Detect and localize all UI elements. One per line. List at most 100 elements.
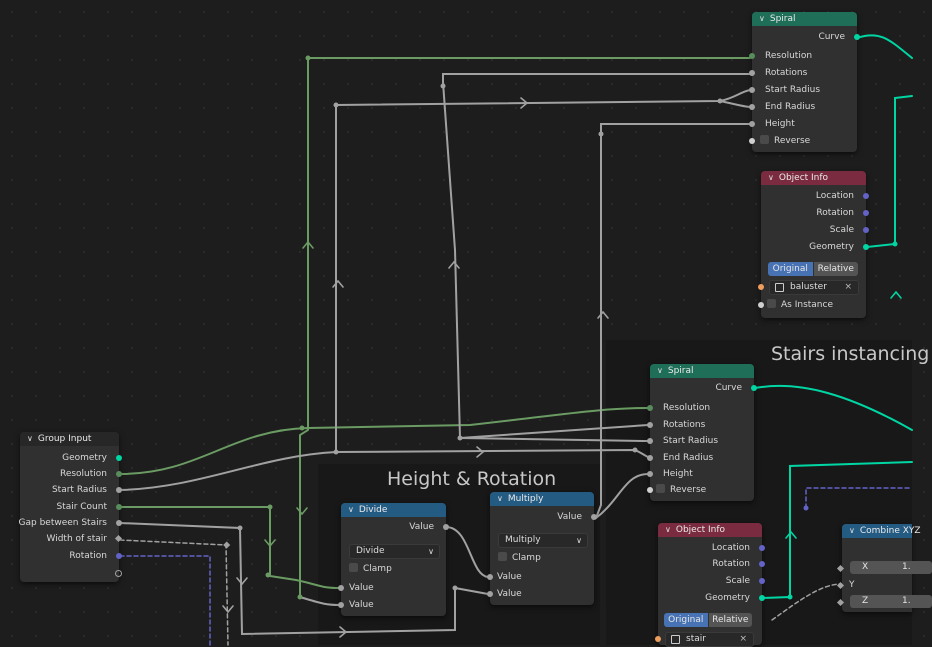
group-input-node[interactable]: ∨Group Input Geometry Resolution Start R… <box>19 432 123 582</box>
spiral-node-mid-header[interactable]: ∨Spiral <box>650 364 754 378</box>
rotation-socket[interactable] <box>863 210 869 216</box>
resolution-socket[interactable] <box>749 53 755 59</box>
location-socket[interactable] <box>759 545 765 551</box>
object-icon <box>775 283 784 292</box>
start-radius-socket[interactable] <box>647 438 653 444</box>
chevron-down-icon[interactable]: ∨ <box>768 173 774 182</box>
scale-socket[interactable] <box>863 227 869 233</box>
object-info-top-header[interactable]: ∨Object Info <box>761 171 866 185</box>
frame-title-stairs-instancing: Stairs instancing <box>771 343 930 365</box>
divide-header[interactable]: ∨Divide <box>341 503 446 517</box>
reverse-checkbox[interactable] <box>656 484 665 493</box>
wire-rotation-vector <box>119 555 211 646</box>
gap-socket[interactable] <box>116 520 122 526</box>
reroute-5 <box>265 572 271 578</box>
reverse-socket[interactable] <box>749 138 755 144</box>
start-radius-socket[interactable] <box>749 87 755 93</box>
divide-node[interactable]: ∨Divide Value Divide∨ Clamp Value Value <box>338 503 449 616</box>
rotations-socket[interactable] <box>749 70 755 76</box>
chevron-down-icon[interactable]: ∨ <box>849 526 855 535</box>
height-socket[interactable] <box>647 471 653 477</box>
rotation-socket[interactable] <box>759 561 765 567</box>
value-socket[interactable] <box>338 585 344 591</box>
start-radius-socket[interactable] <box>116 487 122 493</box>
empty-socket[interactable] <box>115 570 122 577</box>
clear-icon[interactable]: × <box>739 634 747 644</box>
spiral-top-reverse[interactable]: Reverse <box>749 134 857 148</box>
chevron-down-icon[interactable]: ∨ <box>759 14 765 23</box>
geometry-socket[interactable] <box>116 455 122 461</box>
divide-clamp[interactable]: Clamp <box>341 562 446 576</box>
clamp-checkbox[interactable] <box>498 552 507 561</box>
value-socket[interactable] <box>487 574 493 580</box>
as-instance-socket[interactable] <box>758 302 764 308</box>
height-socket[interactable] <box>749 121 755 127</box>
object-info-node-top[interactable]: ∨Object Info Location Rotation Scale Geo… <box>758 171 869 318</box>
end-radius-socket[interactable] <box>647 455 653 461</box>
stair-count-socket[interactable] <box>116 504 122 510</box>
rotation-socket[interactable] <box>116 553 122 559</box>
multiply-operation-select[interactable]: Multiply∨ <box>498 533 588 548</box>
chevron-down-icon[interactable]: ∨ <box>665 525 671 534</box>
object-socket[interactable] <box>655 636 661 642</box>
chevron-down-icon[interactable]: ∨ <box>657 366 663 375</box>
group-input-rotation: Rotation <box>20 549 122 563</box>
group-input-start-radius: Start Radius <box>20 483 122 497</box>
object-info-top-location: Location <box>761 189 869 203</box>
clamp-checkbox[interactable] <box>349 563 358 572</box>
spiral-mid-reverse[interactable]: Reverse <box>647 483 754 497</box>
original-button[interactable]: Original <box>664 613 708 627</box>
transform-space-toggle[interactable]: Original Relative <box>768 262 858 276</box>
divide-operation-select[interactable]: Divide∨ <box>349 544 440 559</box>
spiral-node-top-header[interactable]: ∨Spiral <box>752 12 857 26</box>
object-info-bottom-header[interactable]: ∨Object Info <box>658 523 762 537</box>
relative-button[interactable]: Relative <box>707 613 752 627</box>
wire-stair-count <box>119 506 341 589</box>
object-info-top-geometry: Geometry <box>761 240 869 254</box>
geometry-socket[interactable] <box>863 244 869 250</box>
end-radius-socket[interactable] <box>749 104 755 110</box>
curve-socket[interactable] <box>751 385 757 391</box>
as-instance-checkbox[interactable] <box>767 299 776 308</box>
value-socket[interactable] <box>591 514 597 520</box>
relative-button[interactable]: Relative <box>812 262 858 276</box>
object-field-baluster[interactable]: baluster× <box>769 280 859 295</box>
rotations-socket[interactable] <box>647 422 653 428</box>
chevron-down-icon[interactable]: ∨ <box>27 434 33 443</box>
geometry-socket[interactable] <box>759 595 765 601</box>
object-socket[interactable] <box>758 284 764 290</box>
reverse-checkbox[interactable] <box>760 135 769 144</box>
chevron-down-icon[interactable]: ∨ <box>348 505 354 514</box>
wire-arrow-3 <box>264 539 276 548</box>
wire-start-radius-mid2 <box>459 437 649 442</box>
as-instance-row[interactable]: As Instance <box>758 298 866 312</box>
scale-socket[interactable] <box>759 578 765 584</box>
reverse-socket[interactable] <box>647 487 653 493</box>
group-input-header[interactable]: ∨Group Input <box>20 432 119 446</box>
curve-socket[interactable] <box>854 34 860 40</box>
resolution-socket[interactable] <box>647 405 653 411</box>
value-socket[interactable] <box>443 524 449 530</box>
clear-icon[interactable]: × <box>844 282 852 292</box>
chevron-down-icon[interactable]: ∨ <box>497 494 503 503</box>
object-info-top-scale: Scale <box>761 223 869 237</box>
multiply-clamp[interactable]: Clamp <box>490 551 594 565</box>
object-field-stair[interactable]: stair× <box>665 632 754 647</box>
location-socket[interactable] <box>863 193 869 199</box>
group-input-gap: Gap between Stairs <box>19 516 122 530</box>
multiply-node[interactable]: ∨Multiply Value Multiply∨ Clamp Value Va… <box>487 492 597 605</box>
object-info-node-bottom[interactable]: ∨Object Info Location Rotation Scale Geo… <box>655 523 765 647</box>
value-socket[interactable] <box>338 602 344 608</box>
original-button[interactable]: Original <box>768 262 813 276</box>
reroute-10 <box>333 449 339 455</box>
spiral-node-mid[interactable]: ∨Spiral Curve Resolution Rotations Start… <box>647 364 757 501</box>
multiply-header[interactable]: ∨Multiply <box>490 492 594 506</box>
transform-space-toggle[interactable]: Original Relative <box>664 613 752 627</box>
value-socket[interactable] <box>487 591 493 597</box>
spiral-node-top[interactable]: ∨Spiral Curve Resolution Rotations Start… <box>749 12 860 152</box>
resolution-socket[interactable] <box>116 471 122 477</box>
combine-xyz-header[interactable]: ∨Combine XYZ <box>842 524 921 538</box>
